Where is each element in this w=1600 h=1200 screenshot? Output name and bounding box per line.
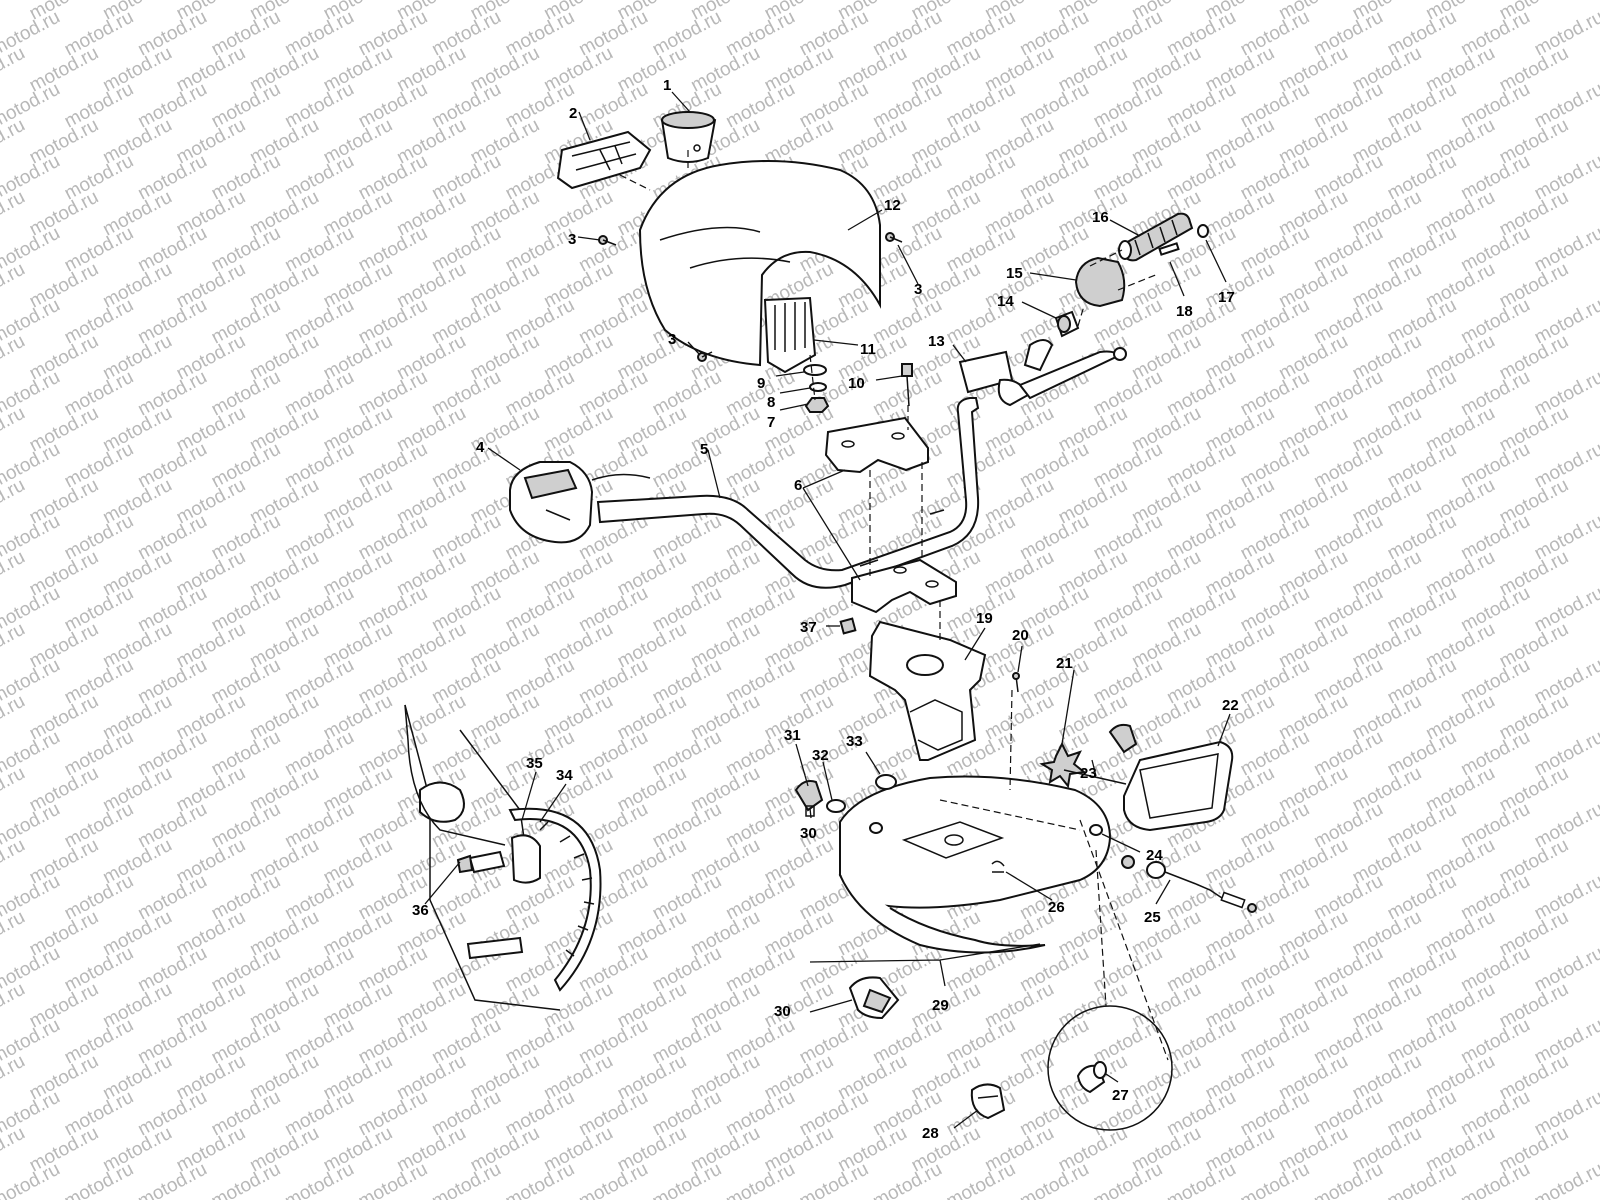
callout-9: 9 <box>757 375 765 392</box>
part-handlebar <box>596 397 980 589</box>
callout-35: 35 <box>526 755 543 772</box>
callout-13: 13 <box>928 333 945 350</box>
callout-16: 16 <box>1092 209 1109 226</box>
callout-37: 37 <box>800 619 817 636</box>
callout-2: 2 <box>569 105 577 122</box>
part-brake-caliper-assembly <box>404 704 602 1011</box>
callout-18: 18 <box>1176 303 1193 320</box>
callout-8: 8 <box>767 394 775 411</box>
callout-3b: 3 <box>914 281 922 298</box>
callout-23: 23 <box>1080 765 1097 782</box>
part-switch-housing <box>1074 256 1126 308</box>
part-headlight <box>1108 723 1234 832</box>
part-adjuster-star <box>1039 741 1087 789</box>
callout-28: 28 <box>922 1125 939 1142</box>
callout-33: 33 <box>846 733 863 750</box>
part-screw-right <box>885 232 903 243</box>
callout-12: 12 <box>884 197 901 214</box>
callout-19: 19 <box>976 610 993 627</box>
callout-36: 36 <box>412 902 429 919</box>
callout-31: 31 <box>784 727 801 744</box>
callout-11: 11 <box>860 341 876 358</box>
part-bolt <box>901 363 913 407</box>
callout-34: 34 <box>556 767 573 784</box>
part-switch-nut <box>826 799 846 813</box>
part-screw-left <box>598 235 617 246</box>
part-clip <box>839 617 857 635</box>
part-nut <box>804 397 830 413</box>
callout-14: 14 <box>997 293 1014 310</box>
callout-26: 26 <box>1048 899 1065 916</box>
callout-30-upper: 30 <box>800 825 817 842</box>
part-brake-master-cylinder <box>958 339 1127 407</box>
callout-22: 22 <box>1222 697 1239 714</box>
part-screw-lower <box>697 351 713 362</box>
callout-10: 10 <box>848 375 865 392</box>
part-bracket-screw <box>1012 672 1020 693</box>
callout-30-lower: 30 <box>774 1003 791 1020</box>
callout-27: 27 <box>1112 1087 1129 1104</box>
callout-5: 5 <box>700 441 708 458</box>
callout-21: 21 <box>1056 655 1073 672</box>
part-indicator-housing <box>556 130 652 190</box>
callout-15: 15 <box>1006 265 1023 282</box>
part-grommet <box>875 774 897 790</box>
part-throttle-grip <box>1118 212 1194 262</box>
callout-3a: 3 <box>568 231 576 248</box>
callout-1: 1 <box>663 77 671 94</box>
part-washer <box>803 364 827 376</box>
callout-32: 32 <box>812 747 829 764</box>
part-switch-knob <box>794 780 824 817</box>
callout-17: 17 <box>1218 289 1235 306</box>
callout-4: 4 <box>476 439 485 456</box>
callout-20: 20 <box>1012 627 1029 644</box>
part-end-cap <box>1197 224 1209 238</box>
callout-3c: 3 <box>668 331 676 348</box>
part-headlight-bracket <box>868 620 987 761</box>
part-upper-clamp <box>824 416 929 474</box>
part-cable-clamp <box>970 1083 1006 1120</box>
part-lock-washer <box>809 382 827 392</box>
part-ignition-switch <box>848 976 900 1020</box>
callout-24: 24 <box>1146 847 1163 864</box>
part-bulb-socket <box>1121 855 1257 913</box>
callout-6: 6 <box>794 477 802 494</box>
part-detail-circle <box>1047 1005 1173 1131</box>
part-switch-bracket <box>763 296 817 374</box>
part-seal-ring <box>1089 824 1103 836</box>
callout-29: 29 <box>932 997 949 1014</box>
callout-7: 7 <box>767 414 775 431</box>
callout-25: 25 <box>1144 909 1161 926</box>
part-bushing <box>1054 310 1080 338</box>
part-headlight-housing <box>839 775 1112 954</box>
